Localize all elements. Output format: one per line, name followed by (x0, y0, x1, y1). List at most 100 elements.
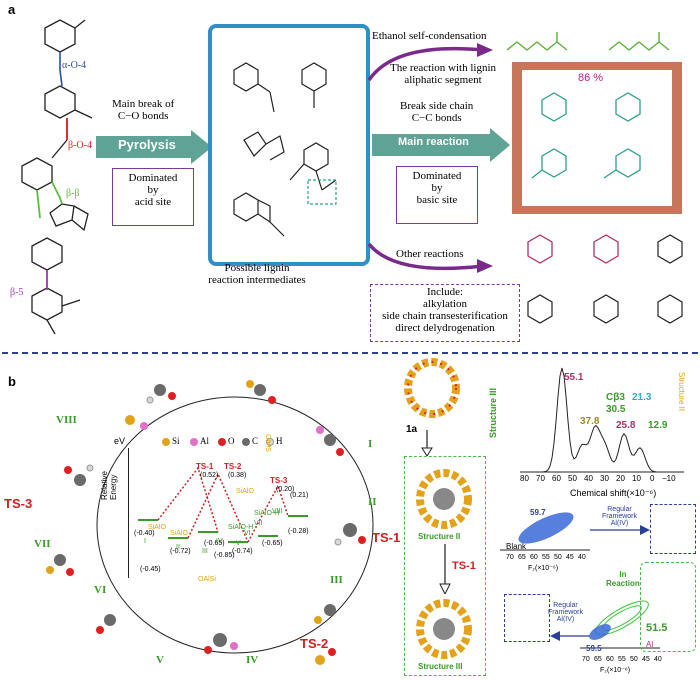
energy-value-4: (0.21) (290, 492, 309, 499)
ts1-energy: TS-1 (196, 462, 214, 471)
ir-top-inset (650, 504, 696, 554)
ir-tick: 55 (542, 554, 550, 561)
ir-top-arrow (590, 525, 650, 535)
in-reaction-box (640, 562, 696, 652)
nmr-tick: 20 (616, 474, 625, 483)
atom-legend: Si Al O C H (162, 436, 302, 450)
ir-tick: 45 (642, 656, 650, 663)
al-legend-label: Al (200, 436, 209, 446)
pyrolysis-arrow-label: Pyrolysis (118, 137, 176, 152)
nmr-peak-cb3-value: 30.5 (606, 404, 626, 415)
nmr-tick: 30 (600, 474, 609, 483)
ester-products (506, 32, 670, 51)
main-product-box-inner (522, 70, 672, 206)
ir-tick: 40 (578, 554, 586, 561)
energy-value-3: (0.20) (276, 486, 295, 493)
energy-value-5: (-0.40) (134, 530, 155, 537)
nmr-tick: 50 (568, 474, 577, 483)
ir-plot-bottom (580, 600, 660, 649)
roman-small-viii: VIII (272, 508, 283, 515)
site-label-7: OAlSi (198, 576, 216, 583)
nmr-structure-label: Structure III (488, 387, 498, 438)
ts2-label: TS-2 (300, 636, 329, 651)
ir-bottom-arrow (550, 631, 590, 641)
cycle-label-iv: IV (246, 654, 259, 666)
roman-small-v: V (236, 540, 241, 547)
roman-small-iii: III (202, 548, 208, 555)
cycle-label-vi: VI (94, 584, 107, 596)
roman-small-iv: IV (216, 538, 223, 545)
bond-beta-beta: β-β (66, 188, 80, 199)
structure-ii-label: Structure II (418, 532, 461, 541)
zeolite-cage-3 (416, 599, 472, 659)
panel-b-label: b (8, 374, 16, 389)
acid-site-box (112, 168, 194, 226)
roman-small-vii: VII (254, 520, 263, 527)
main-reaction-label: Main reaction (398, 136, 469, 148)
basic-site-text: Dominated by basic site (412, 170, 462, 206)
al-legend-dot (190, 438, 198, 446)
model-label-1a: 1a (406, 424, 418, 435)
energy-axis-label: Relative Energy (100, 471, 118, 500)
intermediate-structures (233, 62, 337, 237)
ir-bottom-ticks: 70 65 60 55 50 45 40 (582, 656, 666, 666)
structure-iii-label: Structure III (418, 662, 463, 671)
bond-alpha-o-4: α-O-4 (62, 60, 87, 71)
nmr-tick: 0 (650, 474, 655, 483)
nmr-spectrum (520, 367, 684, 473)
ir-tick: 70 (582, 656, 590, 663)
phenol-products (531, 92, 641, 179)
basic-site-box (396, 166, 478, 224)
c-legend-label: C (252, 436, 259, 446)
energy-unit: eV (114, 436, 126, 446)
ir-tick: 40 (654, 656, 662, 663)
down-arrow-2 (439, 544, 451, 594)
model-ts1-label: TS-1 (452, 560, 476, 572)
roman-small-i: I (144, 538, 146, 545)
ir-bottom-al: Al (646, 640, 654, 649)
ir-top-blank: Blank (506, 542, 527, 551)
ir-tick: 60 (606, 656, 614, 663)
pyrolysis-arrow-shape (96, 130, 212, 164)
o-legend-label: O (228, 436, 235, 446)
ir-bottom-peak: 51.5 (646, 622, 668, 634)
ir-top-arrow-text: Regular Framework Al(IV) (602, 506, 638, 527)
percent-label: 86 % (578, 72, 604, 84)
energy-value-2: (0.38) (228, 472, 247, 479)
ethanol-text: Ethanol self-condensation (372, 30, 487, 42)
h-legend-label: H (276, 436, 283, 446)
ir-top-ticks: 70 65 60 55 50 45 40 (506, 554, 590, 564)
energy-value-8: (-0.74) (232, 548, 253, 555)
ts1-label: TS-1 (372, 530, 401, 545)
energy-value-11: (-0.28) (288, 528, 309, 535)
ts3-label: TS-3 (4, 496, 33, 511)
ir-top-value: 59.7 (530, 508, 546, 517)
cycle-label-iii: III (330, 574, 343, 586)
break-side-chain-text: Break side chain C−C bonds (400, 100, 474, 124)
down-arrow-1 (421, 430, 433, 456)
intermediates-box (208, 24, 370, 266)
ir-bottom-value: 59.5 (586, 644, 602, 653)
other-reactions-text: Other reactions (396, 248, 464, 260)
site-label-5: SiAlO (266, 434, 273, 452)
si-legend-label: Si (172, 436, 180, 446)
nmr-tick: 40 (584, 474, 593, 483)
ir-tick: 65 (594, 656, 602, 663)
pyrolysis-top-text: Main break of C−O bonds (112, 98, 175, 122)
energy-value-1: (0.52) (200, 472, 219, 479)
acid-site-text: Dominated by acid site (128, 172, 178, 208)
site-label-2: SiAlO-H (228, 524, 254, 531)
aliphatic-text: The reaction with lignin aliphatic segme… (390, 62, 496, 86)
in-reaction-label: In Reaction (606, 570, 640, 588)
site-label-6: SiAlO (170, 530, 188, 537)
ir-tick: 50 (630, 656, 638, 663)
ts3-energy: TS-3 (270, 476, 288, 485)
energy-value-7: (-0.65) (204, 540, 225, 547)
include-box (370, 284, 520, 342)
panel-separator (2, 352, 698, 354)
energy-value-6: (-0.72) (170, 548, 191, 555)
nmr-peak-cme-value: 55.1 (564, 372, 584, 383)
roman-small-ii: II (176, 544, 180, 551)
ir-tick: 70 (506, 554, 514, 561)
include-text: Include: alkylation side chain transeste… (382, 286, 508, 334)
